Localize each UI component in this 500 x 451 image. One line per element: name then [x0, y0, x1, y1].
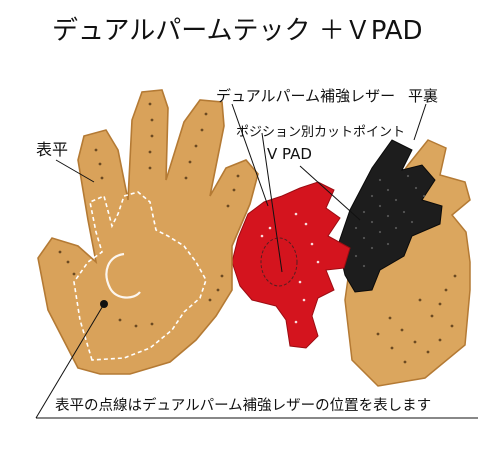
leader-vpad [299, 165, 361, 221]
leader-reinforcement [231, 103, 269, 207]
label-dual-palm-leather: デュアルパーム補強レザー [216, 87, 396, 105]
page-title: デュアルパームテック ＋ＶPAD [52, 16, 423, 46]
red-reinforcement-piece [231, 181, 351, 349]
leader-back-leather [413, 103, 427, 141]
leader-caption [35, 303, 105, 419]
caption-text: 表平の点線はデュアルパーム補強レザーの位置を表します [55, 398, 432, 414]
caption-pointer-dot [100, 300, 108, 308]
vpad-piece [337, 139, 443, 293]
leader-front-leather [55, 159, 95, 183]
leader-lines [35, 103, 478, 419]
label-position-cut-point: ポジション別カットポイント [236, 125, 406, 140]
label-back-leather: 平裏 [408, 87, 439, 105]
label-front-leather: 表平 [36, 140, 69, 159]
label-vpad: V PAD [267, 145, 312, 163]
front-leather-piece [37, 89, 259, 375]
leader-cut-point [261, 132, 283, 273]
